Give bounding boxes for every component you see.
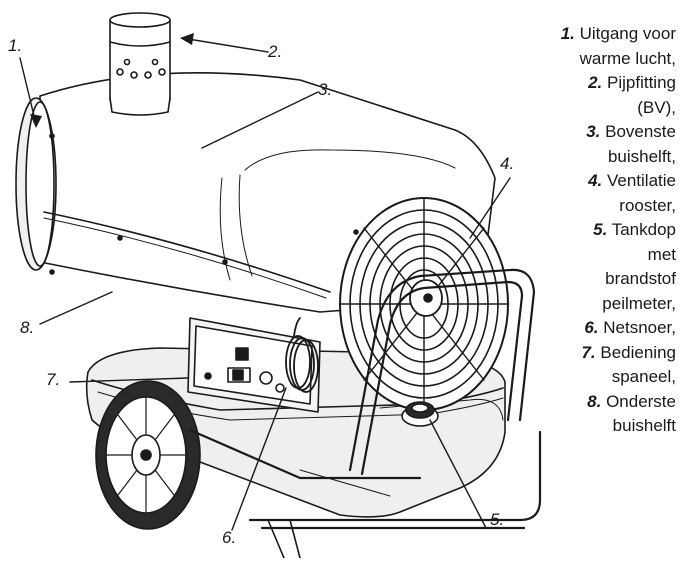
legend-text: Bediening	[600, 342, 676, 362]
control-panel	[187, 317, 321, 413]
legend-number: 6.	[584, 318, 599, 337]
legend-text: Pijpfitting	[607, 73, 676, 92]
callout-7: 7.	[46, 370, 61, 389]
legend-text: Bovenste	[605, 122, 676, 141]
legend-number: 2.	[588, 73, 603, 92]
legend-line: 8. Onderste	[508, 390, 676, 415]
legend-number: 1.	[560, 24, 575, 43]
outlet-pipe	[109, 12, 171, 116]
callout-2: 2.	[268, 42, 283, 61]
legend-line: spaneel,	[508, 365, 676, 390]
callout-1: 1.	[8, 36, 23, 55]
handle-frame	[248, 268, 542, 559]
leader-lines	[19, 37, 511, 531]
legend-text: met	[647, 244, 676, 264]
legend-number: 8.	[587, 391, 602, 411]
legend-number: 3.	[586, 122, 601, 141]
legend-text: Onderste	[606, 391, 676, 411]
legend-line: peilmeter,	[508, 292, 676, 317]
legend-text: spaneel,	[611, 367, 676, 386]
legend-text: Netsnoer,	[603, 318, 676, 337]
legend-line: warme lucht,	[508, 47, 676, 72]
legend-line: 1. Uitgang voor	[508, 22, 676, 47]
legend-text: buishelft,	[607, 146, 676, 166]
wheel	[95, 380, 201, 530]
legend-text: Ventilatie	[607, 171, 676, 190]
callout-5: 5.	[490, 510, 505, 529]
legend-text: Uitgang voor	[579, 24, 676, 43]
legend-line: buishelft	[508, 414, 676, 439]
legend-line: brandstof	[508, 267, 676, 292]
legend-text: peilmeter,	[602, 293, 676, 313]
callout-3: 3.	[318, 80, 333, 99]
legend-text: buishelft	[612, 416, 676, 435]
callout-6: 6.	[222, 528, 237, 547]
legend-number: 7.	[581, 342, 596, 362]
callout-8: 8.	[20, 318, 35, 337]
arrowheads	[30, 33, 194, 128]
legend-line: 2. Pijpfitting	[508, 71, 676, 96]
callout-4: 4.	[500, 154, 515, 173]
legend-line: 4. Ventilatie	[508, 169, 676, 194]
legend-text: Tankdop	[611, 220, 676, 239]
legend-line: buishelft,	[508, 145, 676, 170]
legend-text: (BV),	[637, 97, 676, 117]
legend-number: 4.	[588, 171, 603, 190]
legend-number: 5.	[593, 220, 608, 239]
legend-line: 7. Bediening	[508, 341, 676, 366]
power-cord	[285, 317, 319, 393]
fuel-cap	[401, 401, 439, 427]
wheel-frame	[188, 428, 422, 480]
fan-grille	[339, 197, 509, 411]
legend-line: (BV),	[508, 96, 676, 121]
legend-text: rooster,	[619, 195, 676, 215]
legend-line: 3. Bovenste	[508, 120, 676, 145]
legend-line: 5. Tankdop	[508, 218, 676, 243]
legend-line: rooster,	[508, 194, 676, 219]
legend-line: 6. Netsnoer,	[508, 316, 676, 341]
legend-text: warme lucht,	[579, 48, 676, 68]
legend-text: brandstof	[605, 269, 676, 288]
legend-line: met	[508, 243, 676, 268]
